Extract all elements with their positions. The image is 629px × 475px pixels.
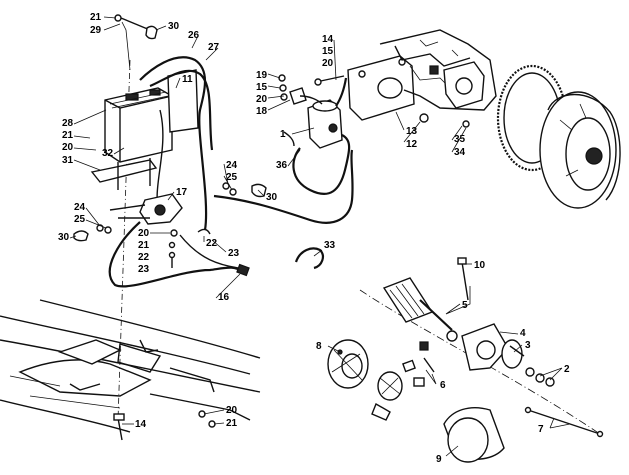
- callout-30-top: 30: [168, 21, 180, 32]
- engine-block: [379, 29, 497, 111]
- callout-21-mid: 21: [138, 240, 150, 251]
- callout-32: 32: [102, 148, 114, 159]
- callout-34: 34: [454, 147, 466, 158]
- callout-20-mid: 20: [138, 228, 150, 239]
- callout-21-battery: 21: [62, 130, 74, 141]
- callout-1: 1: [280, 129, 286, 140]
- callout-4: 4: [520, 328, 526, 339]
- callout-3: 3: [525, 340, 531, 351]
- callout-25-left: 25: [74, 214, 86, 225]
- callout-5: 5: [462, 300, 468, 311]
- callout-25-right: 25: [226, 172, 238, 183]
- callout-30-right: 30: [266, 192, 278, 203]
- callout-10: 10: [474, 260, 486, 271]
- callout-9: 9: [436, 454, 442, 465]
- callout-19: 19: [256, 70, 268, 81]
- callout-20-battery: 20: [62, 142, 74, 153]
- callout-15-left: 15: [256, 82, 268, 93]
- callout-26: 26: [188, 30, 200, 41]
- callout-11: 11: [182, 74, 193, 85]
- drive-clutch: [539, 91, 621, 209]
- callout-22-right: 22: [206, 238, 218, 249]
- callout-24-left: 24: [74, 202, 86, 213]
- leader-lines: [69, 16, 571, 457]
- chassis-pan: [0, 299, 261, 441]
- callout-23-right: 23: [228, 248, 240, 259]
- callout-15-top: 15: [322, 46, 334, 57]
- starter-motor-exploded: [327, 257, 604, 463]
- snap-ring: [294, 247, 324, 270]
- callout-16: 16: [218, 292, 230, 303]
- callout-18: 18: [256, 106, 268, 117]
- callout-33: 33: [324, 240, 336, 251]
- callout-7: 7: [538, 424, 544, 435]
- callout-13: 13: [406, 126, 418, 137]
- starter-relay: [213, 74, 354, 224]
- callout-14-top: 14: [322, 34, 334, 45]
- callout-8: 8: [316, 341, 322, 352]
- callout-22-mid: 22: [138, 252, 150, 263]
- callout-29: 29: [90, 25, 102, 36]
- callout-6: 6: [440, 380, 446, 391]
- callout-35: 35: [454, 134, 466, 145]
- callout-27: 27: [208, 42, 220, 53]
- callout-labels: 1 2 3 4 5 6 7 8 9 10 11 12 13 14 14 15 1…: [58, 12, 570, 465]
- callout-24-right: 24: [226, 160, 238, 171]
- callout-28: 28: [62, 118, 74, 129]
- callout-23-mid: 23: [138, 264, 150, 275]
- callout-20-bottom: 20: [226, 405, 238, 416]
- callout-21-top: 21: [90, 12, 102, 23]
- mount-bracket: [314, 55, 429, 123]
- callout-14-bottom: 14: [135, 419, 147, 430]
- callout-21-bottom: 21: [226, 418, 238, 429]
- callout-36: 36: [276, 160, 288, 171]
- callout-20-left: 20: [256, 94, 268, 105]
- callout-17: 17: [176, 187, 188, 198]
- callout-2: 2: [564, 364, 570, 375]
- callout-12: 12: [406, 139, 418, 150]
- callout-31: 31: [62, 155, 74, 166]
- battery-assembly: [90, 14, 214, 421]
- callout-30-left: 30: [58, 232, 70, 243]
- callout-20-top: 20: [322, 58, 334, 69]
- solenoid-block: [73, 182, 267, 288]
